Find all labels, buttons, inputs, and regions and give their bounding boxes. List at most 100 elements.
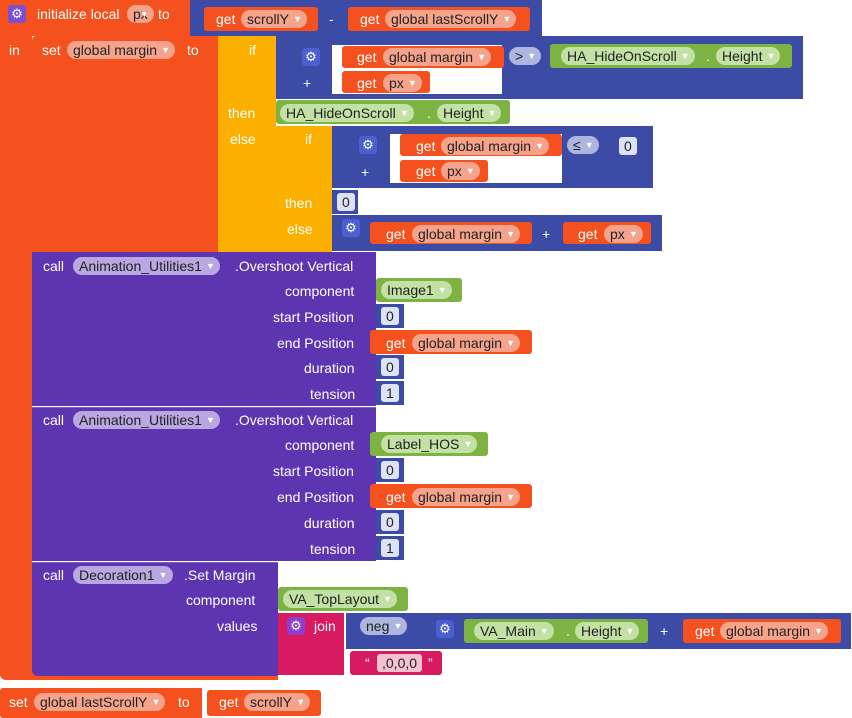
method-label: .Overshoot Vertical [235, 412, 354, 428]
scrolly-dropdown[interactable]: scrollY [244, 693, 311, 711]
get-label: get [357, 75, 377, 91]
component-dropdown[interactable]: HA_HideOnScroll [561, 47, 695, 65]
get-label: get [360, 11, 380, 27]
property-dropdown[interactable]: Height [716, 47, 781, 65]
margin-dropdown[interactable]: global margin [441, 137, 550, 155]
string-value[interactable]: ,0,0,0 [377, 654, 423, 672]
component-dropdown[interactable]: HA_HideOnScroll [280, 104, 414, 122]
plus-sign: + [542, 226, 551, 242]
operator-dropdown[interactable]: ≤ [567, 136, 599, 154]
number-zero[interactable]: 0 [337, 193, 355, 211]
param-label: tension [310, 541, 356, 557]
else-label: else [230, 131, 256, 147]
set-margin-block[interactable] [32, 36, 218, 252]
get-label: get [695, 623, 715, 639]
to-label: to [187, 42, 199, 58]
component-dropdown[interactable]: Animation_Utilities1 [73, 257, 220, 275]
dot-label: . [706, 48, 710, 64]
operator-dropdown[interactable]: > [509, 47, 542, 65]
margin-dropdown[interactable]: global margin [412, 225, 521, 243]
gear-icon[interactable]: ⚙ [8, 5, 26, 23]
margin-dropdown[interactable]: global margin [412, 334, 521, 352]
call-label: call [43, 412, 65, 428]
margin-dropdown[interactable]: global margin [383, 48, 492, 66]
lastscrolly-dropdown[interactable]: global lastScrollY [385, 10, 517, 28]
param-label: duration [304, 515, 355, 531]
gear-icon[interactable]: ⚙ [287, 617, 305, 635]
number-value[interactable]: 0 [381, 513, 399, 531]
else-label: else [287, 221, 313, 237]
param-label: component [285, 437, 355, 453]
quote-close: ” [428, 655, 433, 671]
method-label: .Overshoot Vertical [235, 258, 354, 274]
local-var-name[interactable]: px [127, 5, 154, 23]
call-overshoot-block-1[interactable] [32, 252, 376, 406]
label-dropdown[interactable]: Label_HOS [381, 435, 478, 453]
scrolly-dropdown[interactable]: scrollY [241, 10, 308, 28]
param-label: component [186, 592, 256, 608]
neg-dropdown[interactable]: neg [360, 617, 408, 635]
get-label: get [386, 226, 406, 242]
get-label: get [386, 335, 406, 351]
number-zero[interactable]: 0 [619, 137, 637, 155]
layout-dropdown[interactable]: VA_TopLayout [283, 590, 398, 608]
property-dropdown[interactable]: Height [575, 622, 640, 640]
gear-icon[interactable]: ⚙ [302, 48, 320, 66]
px-dropdown[interactable]: px [604, 225, 643, 243]
px-dropdown[interactable]: px [441, 162, 480, 180]
param-label: values [217, 618, 258, 634]
property-dropdown[interactable]: Height [437, 104, 502, 122]
if-label: if [305, 131, 312, 147]
number-value[interactable]: 0 [381, 307, 399, 325]
then-label: then [285, 195, 313, 211]
call-label: call [43, 567, 65, 583]
call-overshoot-block-2[interactable] [32, 407, 376, 561]
join-label: join [314, 618, 336, 634]
plus-sign: + [660, 623, 669, 639]
to-label: to [178, 694, 190, 710]
param-label: tension [310, 386, 356, 402]
margin-dropdown[interactable]: global margin [412, 488, 521, 506]
component-dropdown[interactable]: Decoration1 [73, 566, 173, 584]
lastscrolly-dropdown[interactable]: global lastScrollY [34, 693, 166, 711]
dot-label: . [566, 623, 570, 639]
image-dropdown[interactable]: Image1 [381, 281, 452, 299]
gear-icon[interactable]: ⚙ [359, 136, 377, 154]
component-dropdown[interactable]: VA_Main [474, 622, 554, 640]
number-value[interactable]: 1 [381, 539, 399, 557]
param-label: end Position [277, 489, 355, 505]
inner-if-block[interactable] [276, 126, 332, 252]
get-label: get [219, 694, 239, 710]
if-label: if [249, 42, 256, 58]
plus-sign: + [303, 75, 312, 91]
dot-label: . [427, 105, 431, 121]
init-to: to [158, 6, 170, 22]
get-label: get [416, 163, 436, 179]
method-label: .Set Margin [184, 567, 256, 583]
margin-dropdown[interactable]: global margin [67, 41, 176, 59]
margin-dropdown[interactable]: global margin [720, 622, 829, 640]
number-value[interactable]: 1 [381, 384, 399, 402]
get-label: get [386, 489, 406, 505]
set-label: set [42, 42, 61, 58]
px-dropdown[interactable]: px [383, 74, 422, 92]
gear-icon[interactable]: ⚙ [436, 620, 454, 638]
initialize-local-block[interactable] [0, 0, 191, 36]
param-label: component [285, 283, 355, 299]
get-label: get [578, 226, 598, 242]
gear-icon[interactable]: ⚙ [342, 219, 360, 237]
get-label: get [357, 49, 377, 65]
param-label: end Position [277, 335, 355, 351]
plus-sign: + [361, 164, 370, 180]
number-value[interactable]: 0 [381, 358, 399, 376]
if-else-block[interactable] [218, 36, 276, 252]
param-label: start Position [273, 463, 354, 479]
set-label: set [9, 694, 28, 710]
quote-open: “ [365, 655, 370, 671]
initialize-local-body [0, 36, 32, 676]
init-keyword: initialize local [37, 6, 120, 22]
number-value[interactable]: 0 [381, 461, 399, 479]
call-label: call [43, 258, 65, 274]
get-label: get [216, 11, 236, 27]
component-dropdown[interactable]: Animation_Utilities1 [73, 411, 220, 429]
